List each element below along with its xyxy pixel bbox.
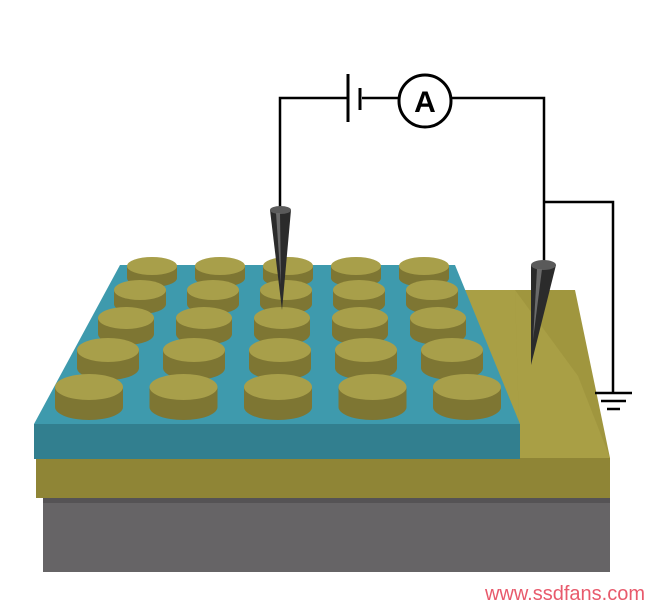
pad-top <box>332 307 388 329</box>
circuit <box>278 96 615 392</box>
top-electrode-pad-grid <box>55 257 501 420</box>
pad-top <box>254 307 310 329</box>
pad-top <box>433 374 501 400</box>
pad-top <box>195 257 245 275</box>
top-electrode-pad <box>333 280 385 314</box>
pad-top <box>149 374 218 400</box>
substrate <box>43 498 610 572</box>
wire-left <box>278 96 347 212</box>
pad-top <box>260 280 312 300</box>
ammeter: A <box>397 73 453 129</box>
wire-right <box>452 96 546 262</box>
pad-top <box>338 374 407 400</box>
pad-top <box>77 338 139 362</box>
pad-top <box>176 307 232 329</box>
top-electrode-pad <box>254 307 310 345</box>
pad-top <box>399 257 449 275</box>
pad-top <box>333 280 385 300</box>
substrate-top-shadow <box>43 498 610 503</box>
ground-symbol <box>595 391 632 411</box>
pad-top <box>187 280 239 300</box>
top-electrode-pad <box>149 374 218 420</box>
top-electrode-pad <box>244 374 312 420</box>
top-electrode-pad <box>55 374 123 420</box>
battery-symbol <box>346 74 362 122</box>
probe-tip-left <box>270 206 291 310</box>
pad-top <box>406 280 458 300</box>
top-electrode-pad <box>421 338 483 380</box>
top-electrode-pad <box>332 307 388 345</box>
pad-top <box>410 307 466 329</box>
probe-right-highlight <box>533 269 542 340</box>
pad-top <box>331 257 381 275</box>
probe-left-highlight <box>276 213 281 285</box>
top-electrode-pad <box>77 338 139 380</box>
pad-top <box>98 307 154 329</box>
dielectric-front <box>34 424 520 459</box>
top-electrode-pad <box>249 338 311 380</box>
ammeter-circle <box>397 73 453 129</box>
top-electrode-pad <box>433 374 501 420</box>
pad-top <box>114 280 166 300</box>
top-electrode-pad <box>338 374 407 420</box>
pad-top <box>127 257 177 275</box>
top-electrode-pad <box>163 338 225 380</box>
substrate-front <box>43 498 610 572</box>
pad-top <box>249 338 311 362</box>
probe-left-cap <box>270 206 291 214</box>
top-electrode-pad <box>335 338 397 380</box>
pad-top <box>421 338 483 362</box>
bottom-electrode-front <box>36 458 610 498</box>
pad-top <box>335 338 397 362</box>
pad-top <box>55 374 123 400</box>
probe-right-cap <box>531 260 556 270</box>
wire-ground-branch <box>544 200 615 392</box>
ammeter-label: A <box>414 86 436 119</box>
watermark-text: www.ssdfans.com <box>484 583 645 605</box>
pad-top <box>244 374 312 400</box>
pad-top <box>163 338 225 362</box>
probe-tip-right <box>531 260 556 365</box>
pad-top <box>263 257 313 275</box>
